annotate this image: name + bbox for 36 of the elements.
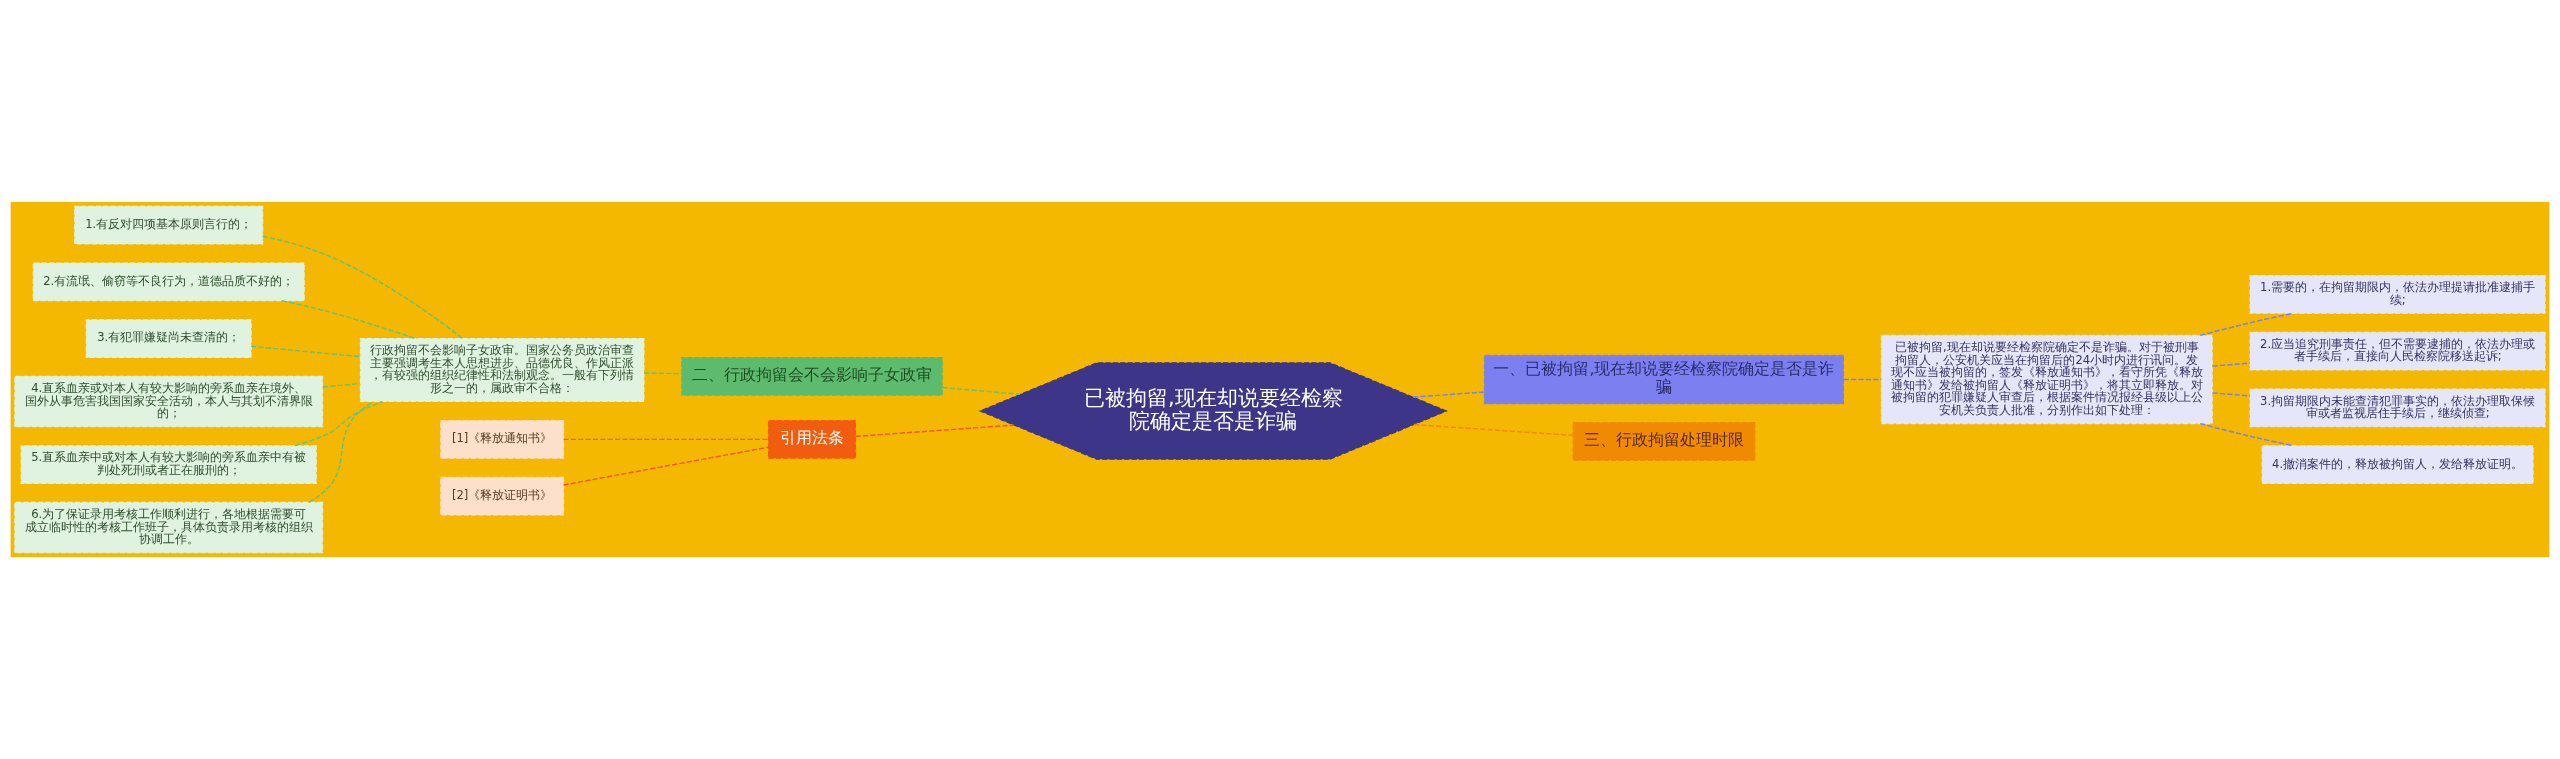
connector bbox=[262, 235, 464, 340]
connector bbox=[281, 300, 416, 340]
connector bbox=[855, 424, 1015, 438]
node-box: 行政拘留不会影响子女政审。国家公务员政治审查主要强调考生本人思想进步、品德优良、作风正派，有较强的组织纪律性和法制观念。一般有下列情形之一的，属政审不合格： bbox=[359, 338, 645, 403]
connector bbox=[322, 382, 361, 388]
node-box: 3.有犯罪嫌疑尚未查清的； bbox=[85, 319, 252, 358]
node-box: 三、行政拘留处理时限 bbox=[1572, 422, 1756, 461]
connector bbox=[1412, 391, 1485, 398]
connector bbox=[308, 400, 374, 503]
node-box: 3.拘留期限内未能查清犯罪事实的，依法办理取保候审或者监视居住手续后，继续侦查; bbox=[2249, 388, 2546, 428]
node-box: 4.撤消案件的，释放被拘留人，发给释放证明。 bbox=[2261, 445, 2534, 484]
node-box: 4.直系血亲或对本人有较大影响的旁系血亲在境外、国外从事危害我国国家安全活动，本人与其划不清界限的； bbox=[14, 375, 324, 428]
node-box: 2.有流氓、偷窃等不良行为，道德品质不好的； bbox=[32, 262, 305, 302]
connector bbox=[1842, 378, 1883, 381]
node-box: [1]《释放通知书》 bbox=[440, 419, 565, 459]
connector bbox=[2199, 422, 2294, 447]
connector bbox=[2199, 312, 2294, 337]
node-box: 引用法条 bbox=[767, 419, 857, 459]
node-box: 1.有反对四项基本原则言行的； bbox=[74, 205, 264, 245]
connector bbox=[294, 400, 384, 447]
connector bbox=[2211, 362, 2251, 367]
connector bbox=[941, 386, 1021, 396]
node-box: 6.为了保证录用考核工作顺利进行，各地根据需要可成立临时性的考核工作班子，具体负责录用考核的组织协调工作。 bbox=[14, 501, 324, 554]
node-box: 1.需要的，在拘留期限内，依法办理提请批准逮捕手续; bbox=[2249, 275, 2546, 314]
node-box: [2]《释放证明书》 bbox=[440, 476, 565, 516]
connector bbox=[562, 446, 769, 486]
node-box: 5.直系血亲中或对本人有较大影响的旁系血亲中有被判处死刑或者正在服刑的； bbox=[20, 445, 317, 484]
connector bbox=[1413, 423, 1574, 437]
connector bbox=[562, 438, 769, 441]
connector bbox=[2211, 392, 2251, 397]
node-box: 一、已被拘留,现在却说要经检察院确定是否是诈骗 bbox=[1483, 354, 1845, 405]
node-box: 二、行政拘留会不会影响子女政审 bbox=[681, 356, 943, 396]
connector bbox=[250, 345, 361, 358]
node-box: 2.应当追究刑事责任，但不需要逮捕的，依法办理或者手续后，直接向人民检察院移送起诉; bbox=[2249, 331, 2546, 371]
node-box: 已被拘留,现在却说要经检察院确定不是诈骗。对于被刑事拘留人，公安机关应当在拘留后的24小时内进行讯问。发现不应当被拘留的，签发《释放通知书》，看守所凭《释放通知书》发给被拘留人《释放证明书》，将其立即释放。对被拘留的犯罪嫌疑人审查后，根据案件情况报经县级以上公安机关负责人批准，分别作出如下处理： bbox=[1880, 334, 2213, 425]
connector bbox=[643, 372, 683, 375]
